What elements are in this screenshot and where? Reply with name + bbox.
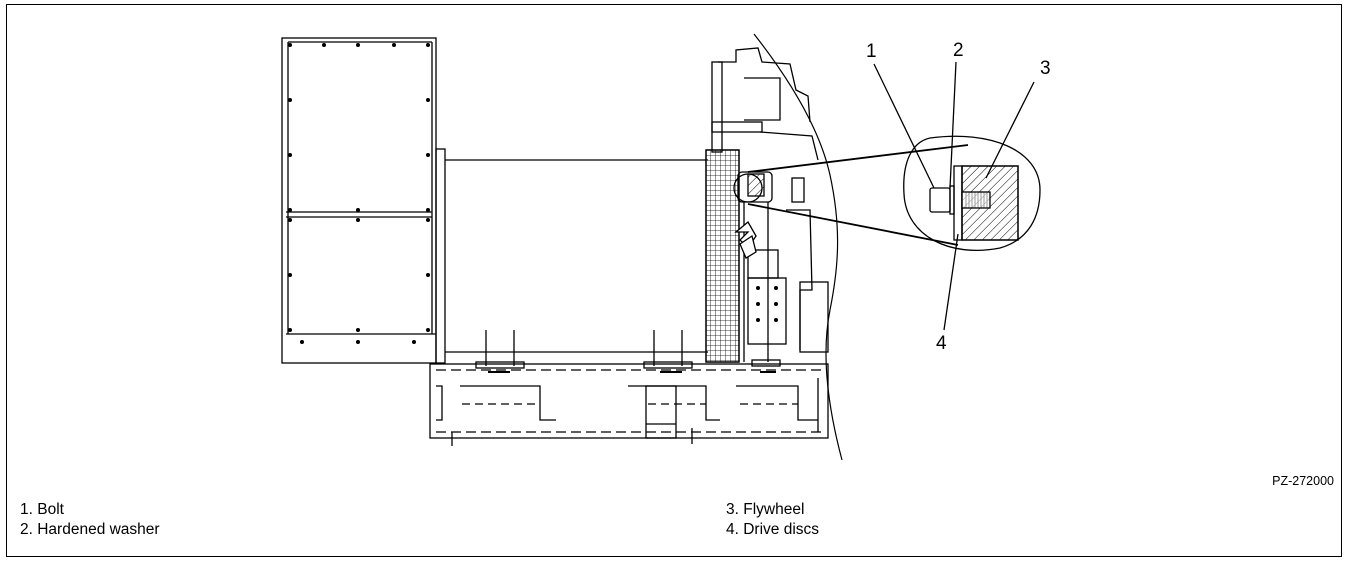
generator-housing — [281, 37, 446, 364]
legend-right: 3. Flywheel 4. Drive discs — [726, 500, 819, 540]
figure-frame — [6, 4, 1342, 557]
engine-block — [711, 47, 829, 362]
callout-flywheel: 3 — [1040, 58, 1051, 79]
legend-item-flywheel: 3. Flywheel — [726, 501, 805, 518]
callout-drive-discs: 4 — [936, 333, 947, 354]
legend-left: 1. Bolt 2. Hardened washer — [20, 500, 160, 540]
coupling-grille — [705, 149, 740, 363]
legend-item-hardened-washer: 2. Hardened washer — [20, 521, 160, 538]
callout-hardened-washer: 2 — [953, 40, 964, 61]
skid-base — [429, 330, 829, 446]
callout-bolt: 1 — [866, 41, 877, 62]
legend-item-bolt: 1. Bolt — [20, 501, 64, 518]
legend-item-drive-discs: 4. Drive discs — [726, 521, 820, 538]
figure-reference: PZ-272000 — [1272, 474, 1334, 488]
detail-view — [903, 135, 1041, 252]
